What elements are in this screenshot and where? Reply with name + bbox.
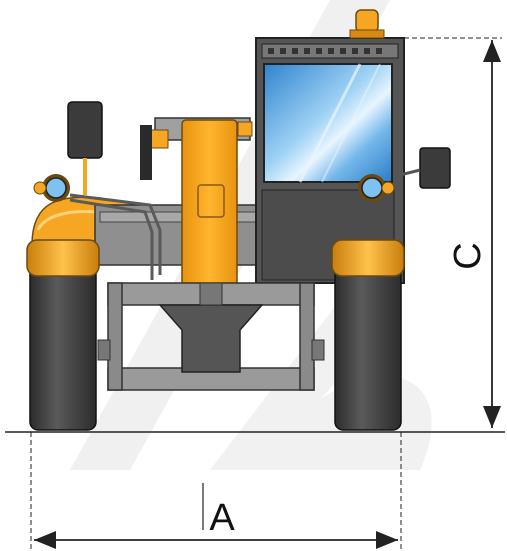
cab <box>255 37 405 284</box>
left-mirror <box>67 101 103 195</box>
cab-grille <box>268 48 382 54</box>
headlight-left <box>33 174 70 202</box>
dimension-c-label: C <box>447 242 489 269</box>
right-mirror <box>398 147 451 190</box>
dimension-c <box>404 37 502 428</box>
fork-carriage <box>97 282 325 391</box>
wheel-right <box>331 239 405 431</box>
headlight-right <box>358 174 395 202</box>
boom <box>140 117 253 291</box>
beacon-light <box>349 9 385 39</box>
cab-windshield <box>263 63 393 183</box>
wheel-left <box>26 239 100 431</box>
dimension-a-label: A <box>209 497 235 539</box>
dimension-a <box>30 432 402 551</box>
